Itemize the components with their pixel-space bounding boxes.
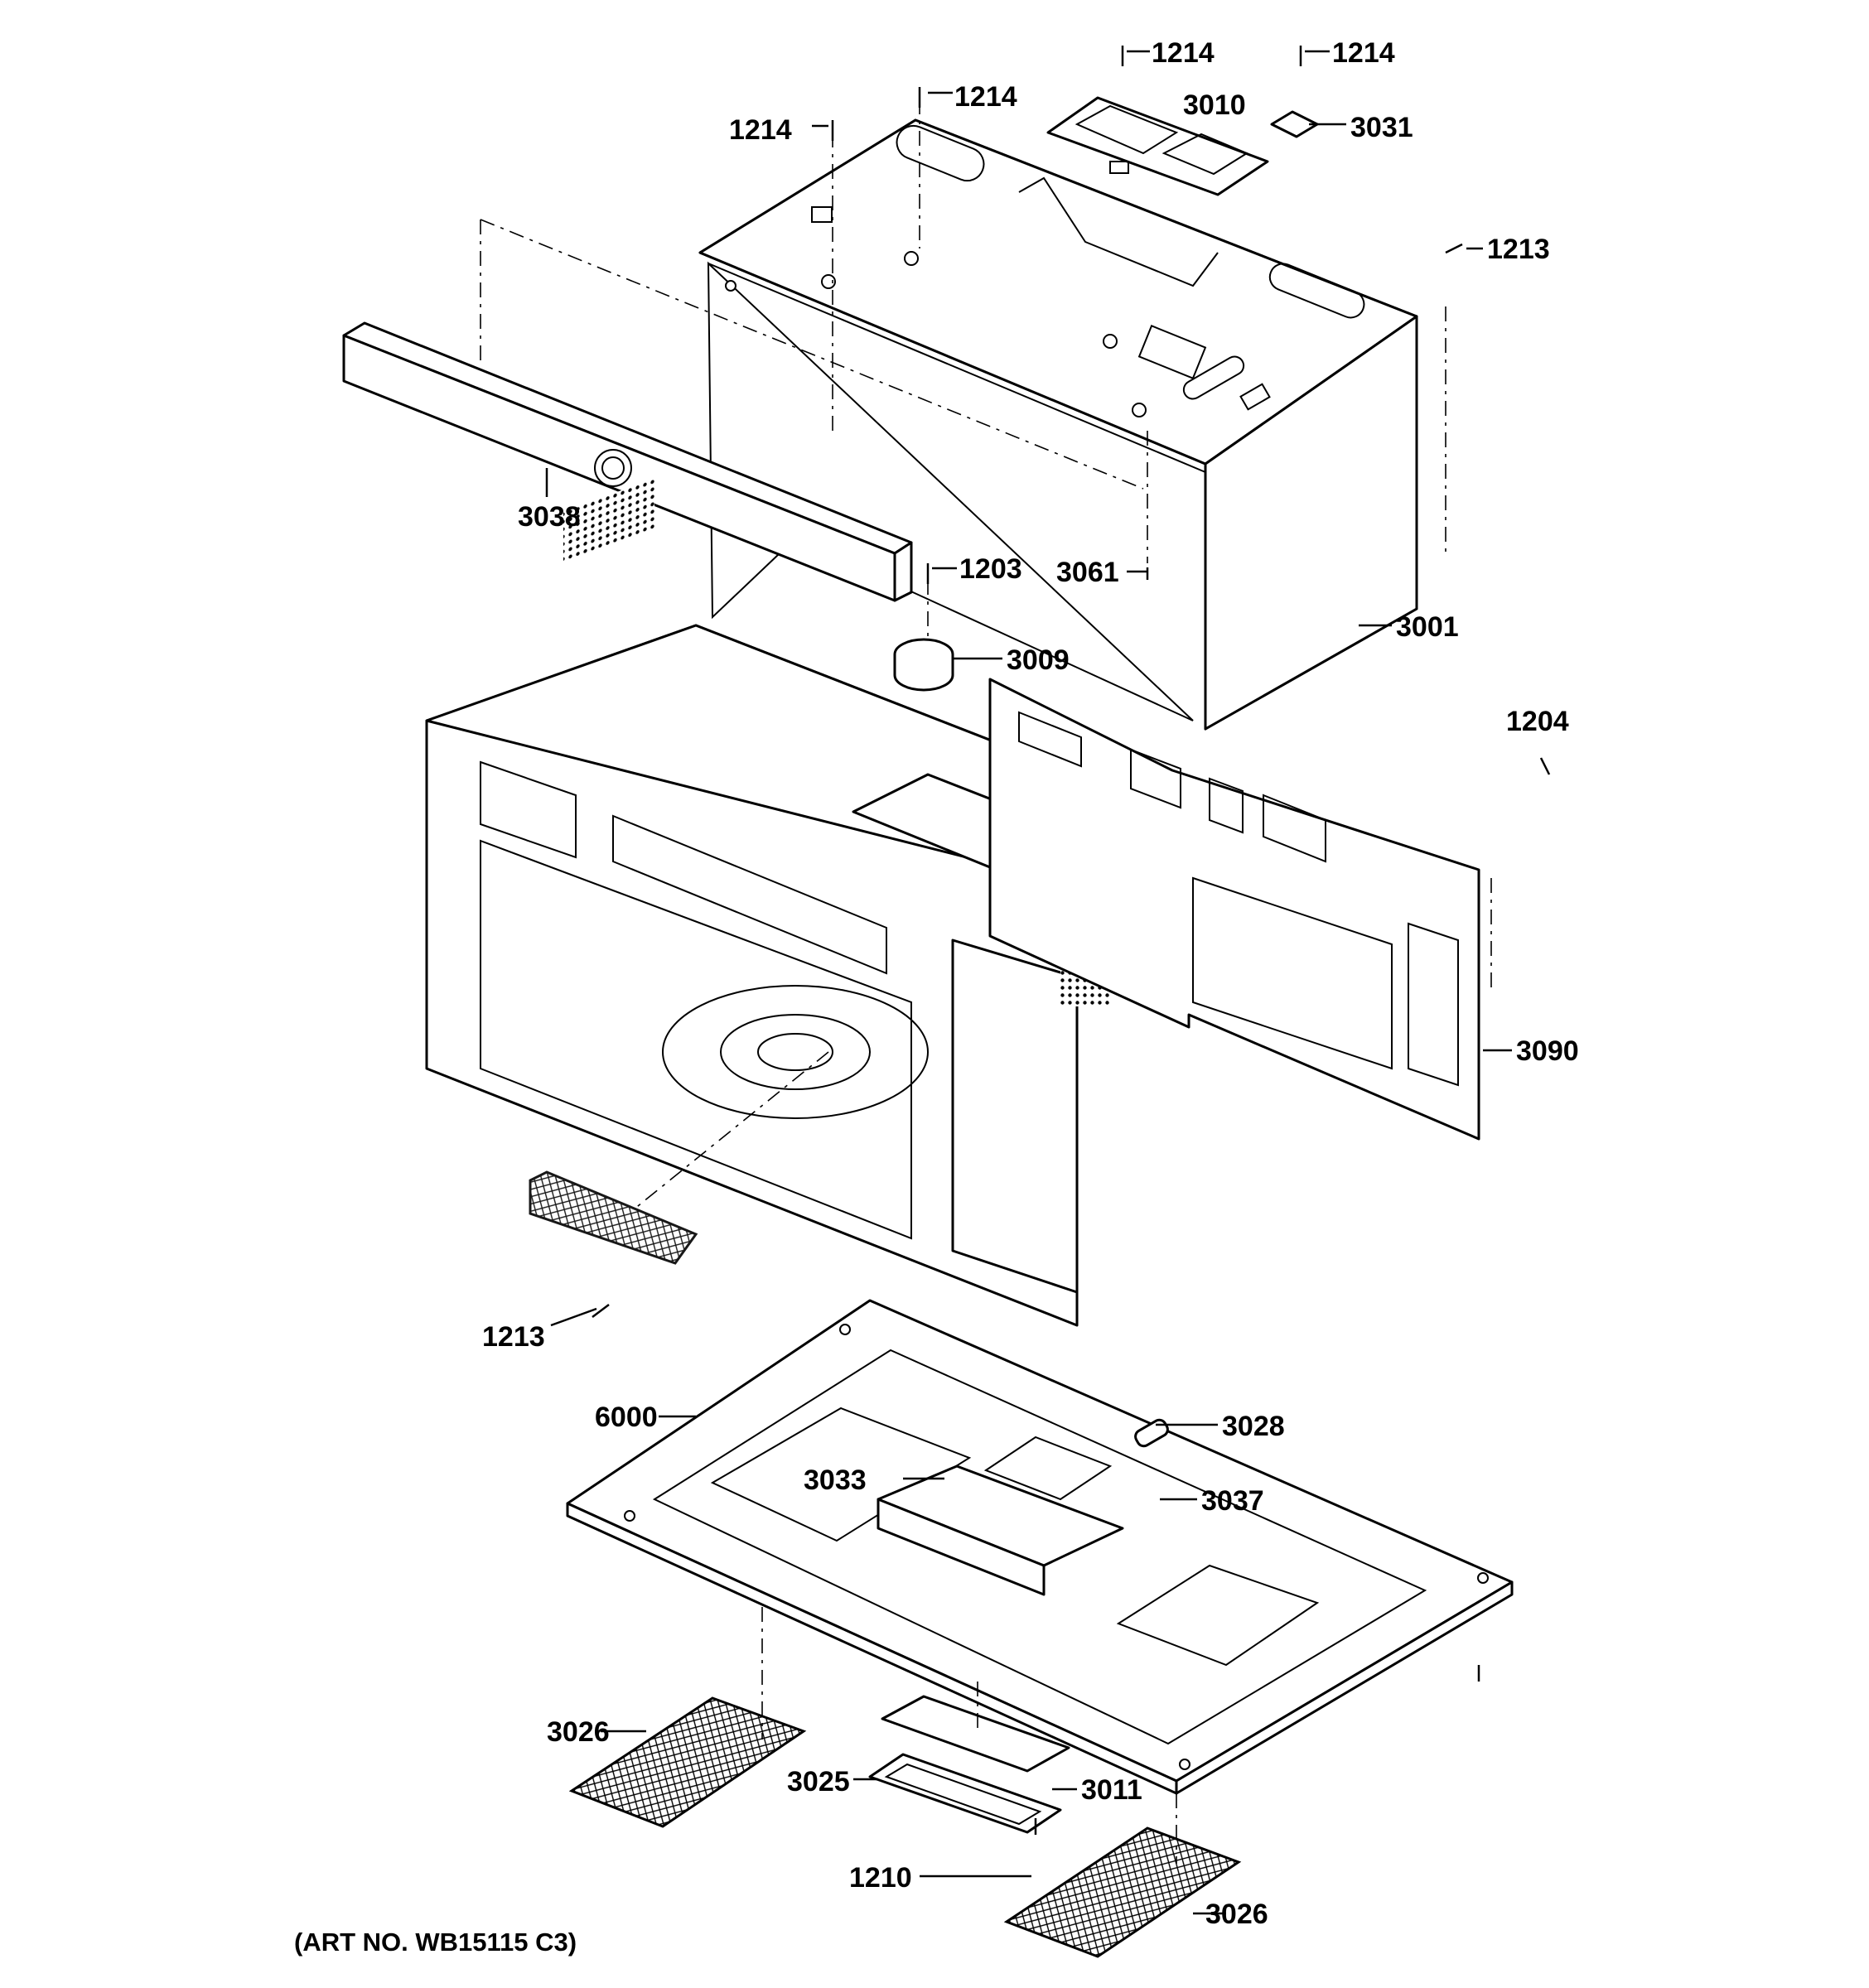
callout-3009: 3009 [1007, 644, 1070, 676]
outer-case-3001 [698, 118, 1418, 731]
callout-3026-right: 3026 [1205, 1899, 1268, 1930]
callout-3037: 3037 [1201, 1485, 1264, 1517]
rear-panel-3090 [988, 678, 1480, 1141]
base-plate-6000 [566, 1299, 1514, 1795]
callout-6000: 6000 [595, 1402, 658, 1433]
lamp-cover-3025 [868, 1753, 1062, 1834]
callout-3001: 3001 [1396, 611, 1459, 643]
vent-grille-3038 [342, 321, 913, 602]
callout-3028: 3028 [1222, 1411, 1285, 1442]
callout-1214-mid: 1214 [954, 81, 1017, 113]
leader-lines [545, 50, 1512, 1915]
assembly-guides [480, 99, 1492, 1864]
callout-1203: 1203 [959, 553, 1022, 585]
callout-3025: 3025 [787, 1766, 850, 1797]
callout-3061: 3061 [1056, 557, 1119, 588]
callout-1214-right: 1214 [1332, 37, 1395, 69]
callout-3026-left: 3026 [547, 1716, 610, 1748]
callout-3090: 3090 [1516, 1035, 1579, 1067]
callout-3010: 3010 [1183, 89, 1246, 121]
art-number-caption: (ART NO. WB15115 C3) [294, 1928, 577, 1957]
grease-filter-3026-right [1003, 1826, 1242, 1958]
callout-labels: 1214 1214 1214 1214 3010 3031 1213 3038 … [294, 37, 1579, 1957]
callout-1213-top: 1213 [1487, 234, 1550, 265]
lamp-lens-3011 [881, 1695, 1070, 1773]
callout-3011: 3011 [1081, 1774, 1142, 1806]
motor-3009 [893, 638, 954, 692]
callout-1210: 1210 [849, 1862, 912, 1894]
callout-1213-bottom: 1213 [482, 1321, 545, 1353]
callout-1204: 1204 [1506, 706, 1569, 737]
charcoal-filter [529, 1170, 698, 1265]
callout-3038: 3038 [518, 501, 581, 533]
callout-3031: 3031 [1350, 112, 1413, 143]
grease-filter-3026-left [568, 1696, 807, 1828]
callout-1214-left: 1214 [729, 114, 792, 146]
top-bracket-3010 [1046, 96, 1269, 196]
callout-3033: 3033 [804, 1464, 867, 1496]
callout-1214-top: 1214 [1152, 37, 1215, 69]
